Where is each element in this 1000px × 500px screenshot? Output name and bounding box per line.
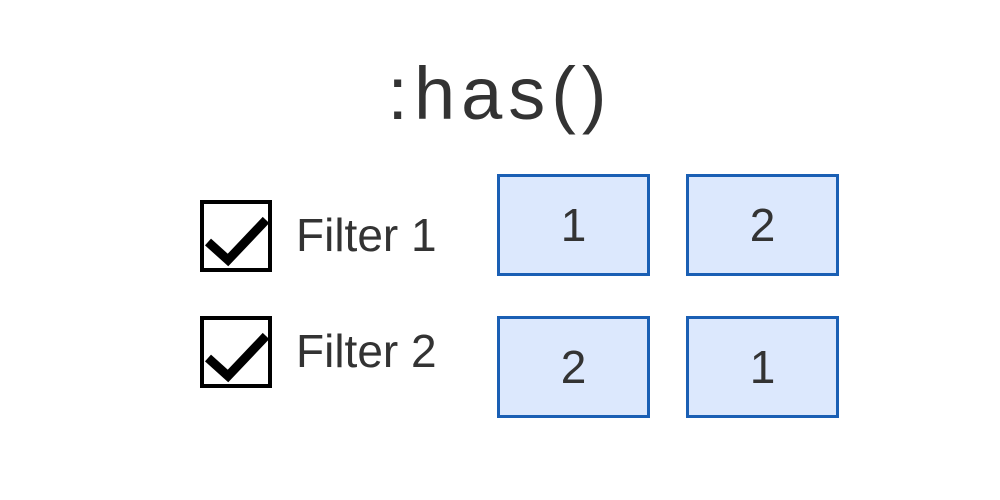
grid-item: 1 xyxy=(497,174,650,276)
grid-item-value: 1 xyxy=(560,199,587,251)
checkmark-icon xyxy=(204,216,268,267)
grid-item: 1 xyxy=(686,316,839,418)
grid-item: 2 xyxy=(686,174,839,276)
filter-1-checkbox[interactable] xyxy=(200,200,272,272)
grid-item-value: 1 xyxy=(749,341,776,393)
filter-2-label: Filter 2 xyxy=(296,325,437,377)
filter-1-label: Filter 1 xyxy=(296,209,437,261)
grid-item-value: 2 xyxy=(560,341,587,393)
grid-item-value: 2 xyxy=(749,199,776,251)
checkmark-icon xyxy=(204,332,268,383)
filter-2-checkbox[interactable] xyxy=(200,316,272,388)
page-title: :has() xyxy=(387,52,613,135)
grid-item: 2 xyxy=(497,316,650,418)
